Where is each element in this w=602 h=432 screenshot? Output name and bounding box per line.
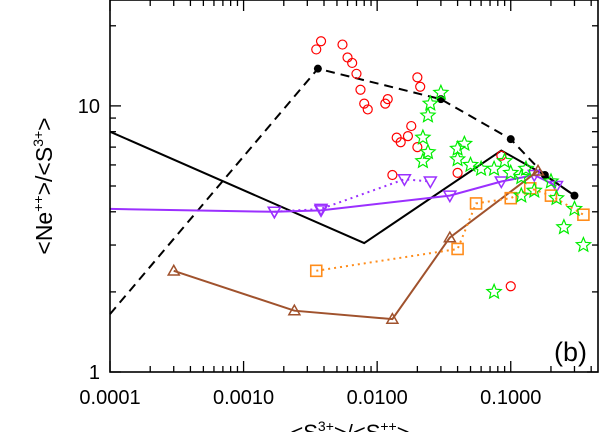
series-line xyxy=(109,67,576,315)
red-circle-point xyxy=(362,104,373,115)
x-axis-label: <S3+>/<S++> xyxy=(290,418,409,432)
green-star-point xyxy=(485,282,503,300)
x-axis-label-base: <S xyxy=(290,420,318,432)
red-circle-point xyxy=(359,98,370,109)
green-star-point xyxy=(421,94,440,111)
red-circle-point xyxy=(505,281,516,292)
brown-triangle-point xyxy=(287,303,302,316)
red-circle-point xyxy=(342,52,353,63)
red-circle-point xyxy=(337,39,348,50)
y-axis-label: <Ne++>/<S3+> xyxy=(30,117,57,254)
x-axis-label-end: > xyxy=(397,420,410,432)
green-star-point xyxy=(448,150,467,167)
y-tick-label: 1 xyxy=(89,362,100,384)
green-star-point xyxy=(496,152,514,169)
red-circle-point xyxy=(452,167,463,179)
brown-triangle-point xyxy=(166,263,181,276)
green-star-point xyxy=(512,168,531,185)
orange-square-point xyxy=(309,264,323,278)
red-circle-point xyxy=(351,68,362,79)
green-star-point xyxy=(419,143,437,160)
x-axis-label-sup2: ++ xyxy=(380,418,396,432)
brown-triangle-point xyxy=(531,163,545,176)
purple-triangle-point xyxy=(423,176,438,189)
purple-triangle-point xyxy=(494,176,509,189)
green-star-point xyxy=(525,181,543,199)
orange-square-point xyxy=(451,242,464,256)
green-star-point xyxy=(414,152,432,169)
black-dot-point xyxy=(506,135,515,144)
x-tick-label: 0.0010 xyxy=(213,387,274,409)
red-circle-point xyxy=(315,36,327,47)
green-star-point xyxy=(419,106,437,123)
series-line xyxy=(109,130,576,245)
orange-square-point xyxy=(504,191,518,205)
x-axis-label-sup1: 3+ xyxy=(318,418,334,432)
y-axis-label-end: > xyxy=(31,117,57,130)
green-star-point xyxy=(542,172,560,189)
purple-triangle-point xyxy=(442,190,458,204)
purple-triangle-point xyxy=(313,203,329,217)
orange-square-point xyxy=(577,208,590,222)
y-axis-label-sup1: ++ xyxy=(30,195,46,211)
series-line xyxy=(274,178,431,213)
red-circle-point xyxy=(406,120,417,132)
purple-triangle-point xyxy=(267,206,282,220)
red-circle-point xyxy=(395,137,406,148)
green-star-point xyxy=(414,128,432,145)
brown-triangle-point xyxy=(385,312,400,325)
red-circle-point xyxy=(402,130,414,142)
red-circle-point xyxy=(355,84,366,95)
panel-label: (b) xyxy=(554,337,587,367)
red-circle-point xyxy=(311,44,322,55)
orange-square-point xyxy=(469,197,483,210)
y-axis-label-base: <Ne xyxy=(31,212,57,255)
green-star-point xyxy=(485,159,503,177)
green-star-point xyxy=(502,163,520,181)
orange-square-point xyxy=(544,189,558,202)
axis-ticks: 0.0001 0.0010 0.0100 0.1000 1 10 xyxy=(78,0,598,409)
red-circle-point xyxy=(412,72,423,83)
red-circle-point xyxy=(387,169,398,181)
series-line xyxy=(109,173,557,213)
red-circle-point xyxy=(382,94,393,105)
x-tick-label: 0.0001 xyxy=(79,387,140,409)
x-tick-label: 0.1000 xyxy=(480,387,541,409)
red-circle-point xyxy=(412,142,423,153)
green-star-point xyxy=(517,159,535,177)
brown-triangle-point xyxy=(443,230,457,243)
green-star-point xyxy=(547,189,566,206)
green-star-point xyxy=(449,139,467,157)
x-tick-label: 0.0100 xyxy=(347,387,408,409)
green-star-point xyxy=(512,186,530,203)
x-axis-label-mid: >/<S xyxy=(334,420,380,432)
red-circle-point xyxy=(347,57,358,69)
black-dot-point xyxy=(313,64,322,73)
y-axis-label-mid: >/<S xyxy=(31,147,57,196)
green-star-point xyxy=(574,235,593,253)
plot-area xyxy=(109,36,593,325)
y-tick-label: 10 xyxy=(78,96,100,118)
y-axis-label-sup2: 3+ xyxy=(30,131,46,147)
purple-triangle-point xyxy=(397,174,412,187)
green-star-point xyxy=(555,218,573,235)
series-line xyxy=(173,170,539,321)
green-star-point xyxy=(455,134,474,152)
red-circle-point xyxy=(415,81,426,92)
green-star-point xyxy=(565,199,584,217)
green-star-point xyxy=(461,155,480,173)
green-star-point xyxy=(432,83,450,101)
